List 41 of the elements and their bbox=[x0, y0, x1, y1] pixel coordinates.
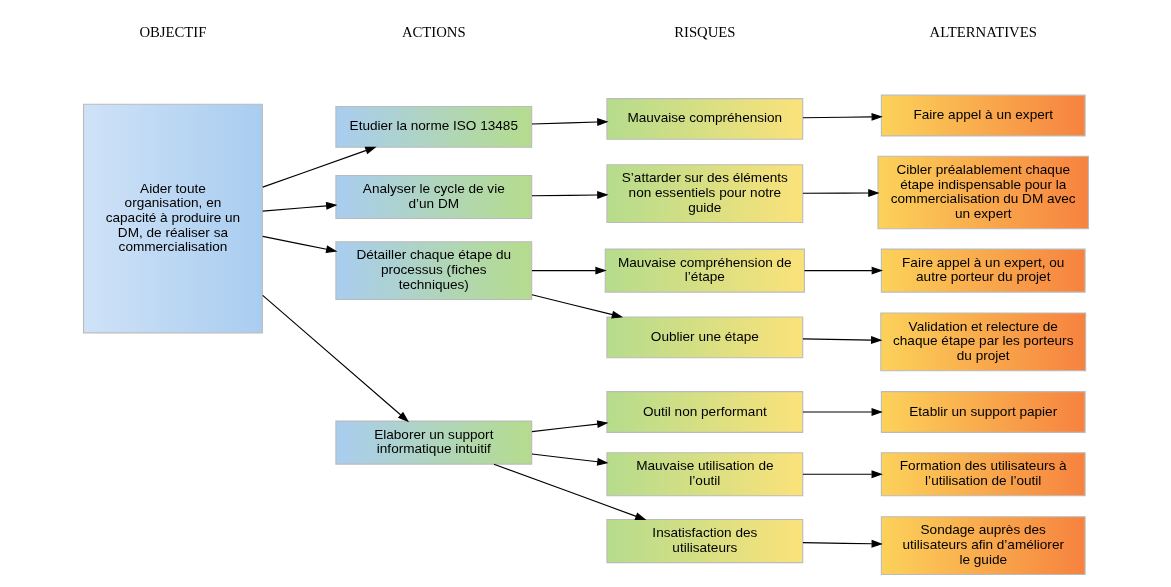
arrow bbox=[530, 294, 623, 319]
node-box: Formation des utilisateurs à l’utilisation de l’outil bbox=[880, 452, 1086, 497]
arrow bbox=[801, 408, 883, 416]
node-box: Elaborer un support informatique intuitif bbox=[334, 420, 532, 465]
node-box: Faire appel à un expert bbox=[880, 94, 1086, 137]
node-box: Analyser le cycle de vie d’un DM bbox=[334, 174, 532, 220]
label: ALTERNATIVES bbox=[929, 23, 1037, 40]
arrow bbox=[261, 146, 377, 188]
node-box: Mauvaise utilisation de l’outil bbox=[605, 452, 803, 497]
node-box: Etablir un support papier bbox=[880, 391, 1086, 433]
arrow bbox=[492, 463, 646, 521]
node-box: Mauvaise compréhension de l’étape bbox=[604, 248, 805, 293]
node-box: Mauvaise compréhension bbox=[605, 98, 803, 140]
node-box: Validation et relecture de chaque étape par les porteurs du projet bbox=[879, 312, 1086, 372]
node-box: Etudier la norme ISO 13485 bbox=[334, 105, 532, 148]
arrow bbox=[530, 453, 608, 466]
node-box: Outil non performant bbox=[605, 391, 803, 433]
node-box: Détailler chaque étape du processus (fiches techniques) bbox=[334, 241, 532, 300]
arrow bbox=[261, 235, 337, 254]
node-box: S’attarder sur des éléments non essentiels pour notre guide bbox=[605, 164, 803, 224]
arrow bbox=[801, 470, 883, 479]
arrow bbox=[803, 266, 883, 275]
node-box: Oublier une étape bbox=[605, 316, 803, 359]
arrow bbox=[261, 201, 337, 212]
node-box: Faire appel à un expert, ou autre porteur du projet bbox=[880, 248, 1086, 293]
label: ACTIONS bbox=[401, 23, 466, 40]
arrow bbox=[530, 420, 608, 433]
arrow bbox=[530, 118, 608, 127]
arrow bbox=[801, 539, 883, 548]
label: OBJECTIF bbox=[138, 23, 206, 40]
node-box: Sondage auprès des utilisateurs afin d’améliorer le guide bbox=[880, 516, 1086, 575]
node-box: Aider toute organisation, en capacité à produire un DM, de réaliser sa commercialisation bbox=[82, 103, 263, 334]
arrow bbox=[530, 266, 607, 275]
arrow bbox=[801, 112, 883, 121]
arrow bbox=[261, 294, 409, 423]
node-box: Insatisfaction des utilisateurs bbox=[605, 519, 803, 564]
arrow bbox=[801, 336, 882, 345]
node-box: Cibler préalablement chaque étape indispensable pour la commercialisation du DM avec un expert bbox=[876, 155, 1089, 230]
arrow bbox=[801, 189, 880, 197]
label: RISQUES bbox=[673, 23, 735, 40]
arrow bbox=[530, 191, 608, 199]
